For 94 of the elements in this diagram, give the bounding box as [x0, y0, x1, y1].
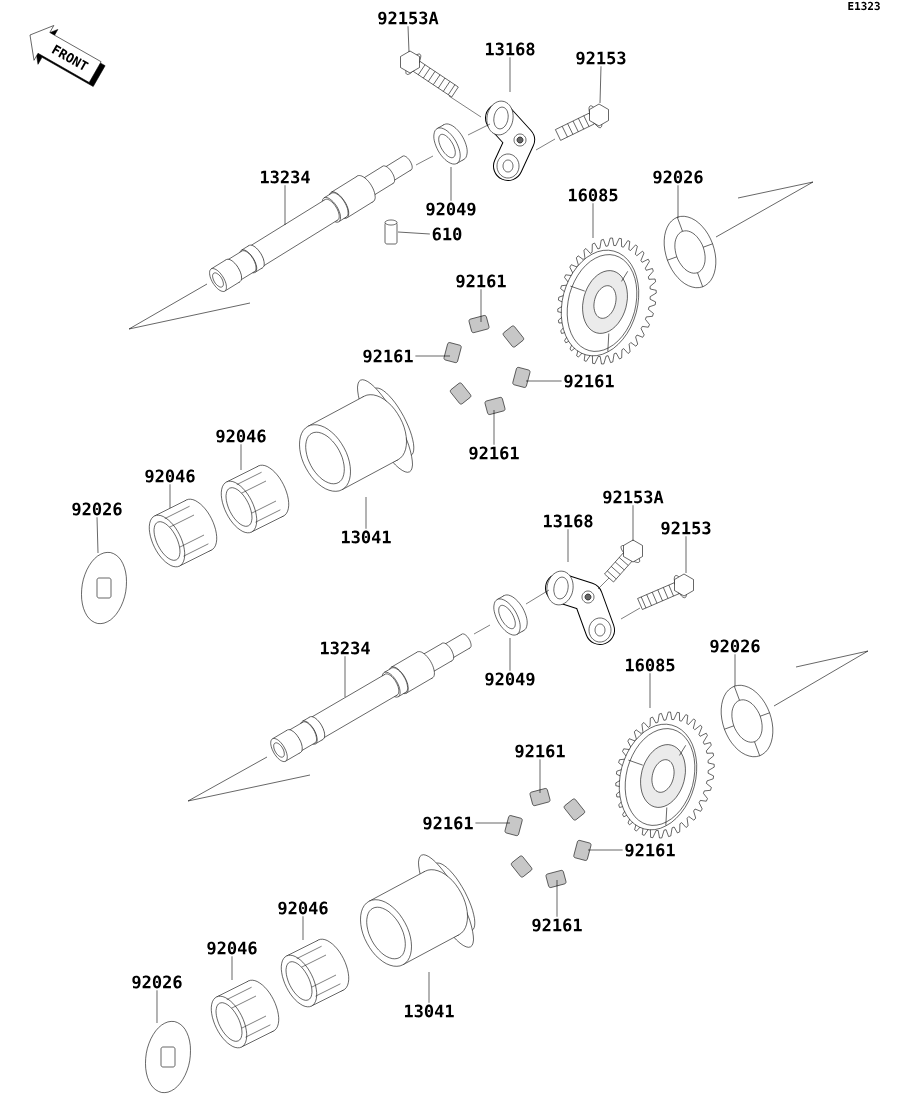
- leader-line: [632, 504, 634, 542]
- leader-line: [587, 849, 623, 851]
- part-number: 13168: [486, 42, 535, 56]
- centerline: [525, 589, 550, 605]
- leader-line: [344, 655, 346, 698]
- leader-line: [493, 409, 495, 446]
- part-number: 92153: [661, 521, 711, 535]
- leader-line: [284, 184, 286, 226]
- part-number: 92026: [72, 502, 122, 516]
- leader-line: [685, 536, 687, 574]
- part-number: 92161: [363, 349, 413, 363]
- leader-line: [734, 654, 736, 687]
- centerline: [415, 155, 434, 166]
- part-number: 92049: [426, 202, 476, 216]
- hub-drawing: [360, 854, 476, 967]
- centerline: [467, 123, 491, 136]
- leader-line: [428, 971, 430, 1004]
- leader-line: [509, 56, 511, 93]
- leader-line: [525, 380, 562, 382]
- part-number: 92161: [456, 274, 506, 288]
- part-number: 13041: [342, 530, 391, 544]
- leader-line: [677, 185, 679, 219]
- bolt-drawing: [555, 103, 609, 141]
- leader-line: [567, 528, 569, 563]
- leader-line: [475, 822, 511, 824]
- part-number: 92049: [485, 672, 535, 686]
- leader-line: [302, 916, 304, 941]
- washer-drawing: [663, 216, 717, 288]
- leader-line: [592, 202, 594, 239]
- leader-line: [649, 672, 651, 709]
- centerline: [448, 95, 482, 118]
- part-number: 16085: [626, 658, 675, 672]
- leader-line: [480, 288, 482, 323]
- bolt-drawing: [637, 573, 694, 610]
- part-number: 92161: [532, 918, 582, 932]
- bolt-drawing: [400, 50, 459, 98]
- part-number: 92046: [207, 941, 257, 955]
- leader-line: [397, 231, 431, 235]
- bolt-drawing: [604, 539, 643, 583]
- part-number: 92161: [469, 446, 519, 460]
- needle-bearing-drawing: [221, 464, 289, 534]
- leader-line: [450, 166, 452, 202]
- part-number: 92161: [564, 374, 614, 388]
- leader-line: [365, 496, 367, 530]
- part-number: 13168: [544, 514, 593, 528]
- shaft-drawing: [270, 633, 472, 762]
- pin-drawing: [384, 219, 398, 245]
- shaft-drawing: [209, 155, 413, 292]
- leader-line: [231, 956, 233, 981]
- part-number: 13041: [405, 1004, 454, 1018]
- part-number: 92026: [653, 170, 703, 184]
- seal-ring-drawing: [493, 594, 528, 636]
- washer-drawing: [720, 685, 774, 757]
- part-number: 92161: [625, 843, 675, 857]
- seal-ring-drawing: [433, 123, 468, 165]
- needle-bearing-drawing: [211, 979, 279, 1049]
- part-number: 610: [432, 227, 462, 241]
- centerline: [620, 607, 641, 620]
- leader-line: [556, 879, 558, 918]
- part-number: 16085: [569, 188, 618, 202]
- part-number: 92046: [145, 469, 195, 483]
- leader-line: [599, 65, 602, 104]
- leader-line: [539, 759, 541, 794]
- leader-line: [509, 637, 511, 672]
- hub-drawing: [299, 379, 415, 492]
- part-number: 92153A: [603, 490, 664, 504]
- part-number: 92153: [576, 51, 626, 65]
- centerline: [473, 624, 491, 635]
- part-number: 92153A: [378, 11, 439, 25]
- leader-line: [156, 990, 158, 1024]
- needle-bearing-drawing: [149, 498, 217, 568]
- part-number: 92026: [132, 975, 182, 989]
- lever-drawing: [485, 100, 535, 181]
- damper-drawing: [504, 788, 592, 888]
- part-number: 92161: [423, 816, 473, 830]
- damper-drawing: [443, 315, 531, 415]
- needle-bearing-drawing: [281, 938, 349, 1008]
- centerline: [535, 138, 556, 151]
- centerline: [597, 577, 610, 590]
- part-number: 92046: [278, 901, 328, 915]
- gear-drawing: [615, 711, 715, 839]
- drawing-number: E1323: [848, 1, 880, 11]
- gear-drawing: [557, 237, 657, 365]
- part-number: 92161: [515, 744, 565, 758]
- part-number: 92026: [710, 639, 760, 653]
- leader-line: [415, 355, 451, 357]
- lever-drawing: [545, 570, 615, 645]
- leader-line: [96, 517, 99, 554]
- washer-drawing: [145, 1021, 191, 1093]
- leader-line: [240, 443, 242, 471]
- part-number: 92046: [216, 429, 266, 443]
- washer-drawing: [81, 552, 127, 624]
- leader-line: [407, 25, 410, 53]
- leader-line: [169, 483, 171, 509]
